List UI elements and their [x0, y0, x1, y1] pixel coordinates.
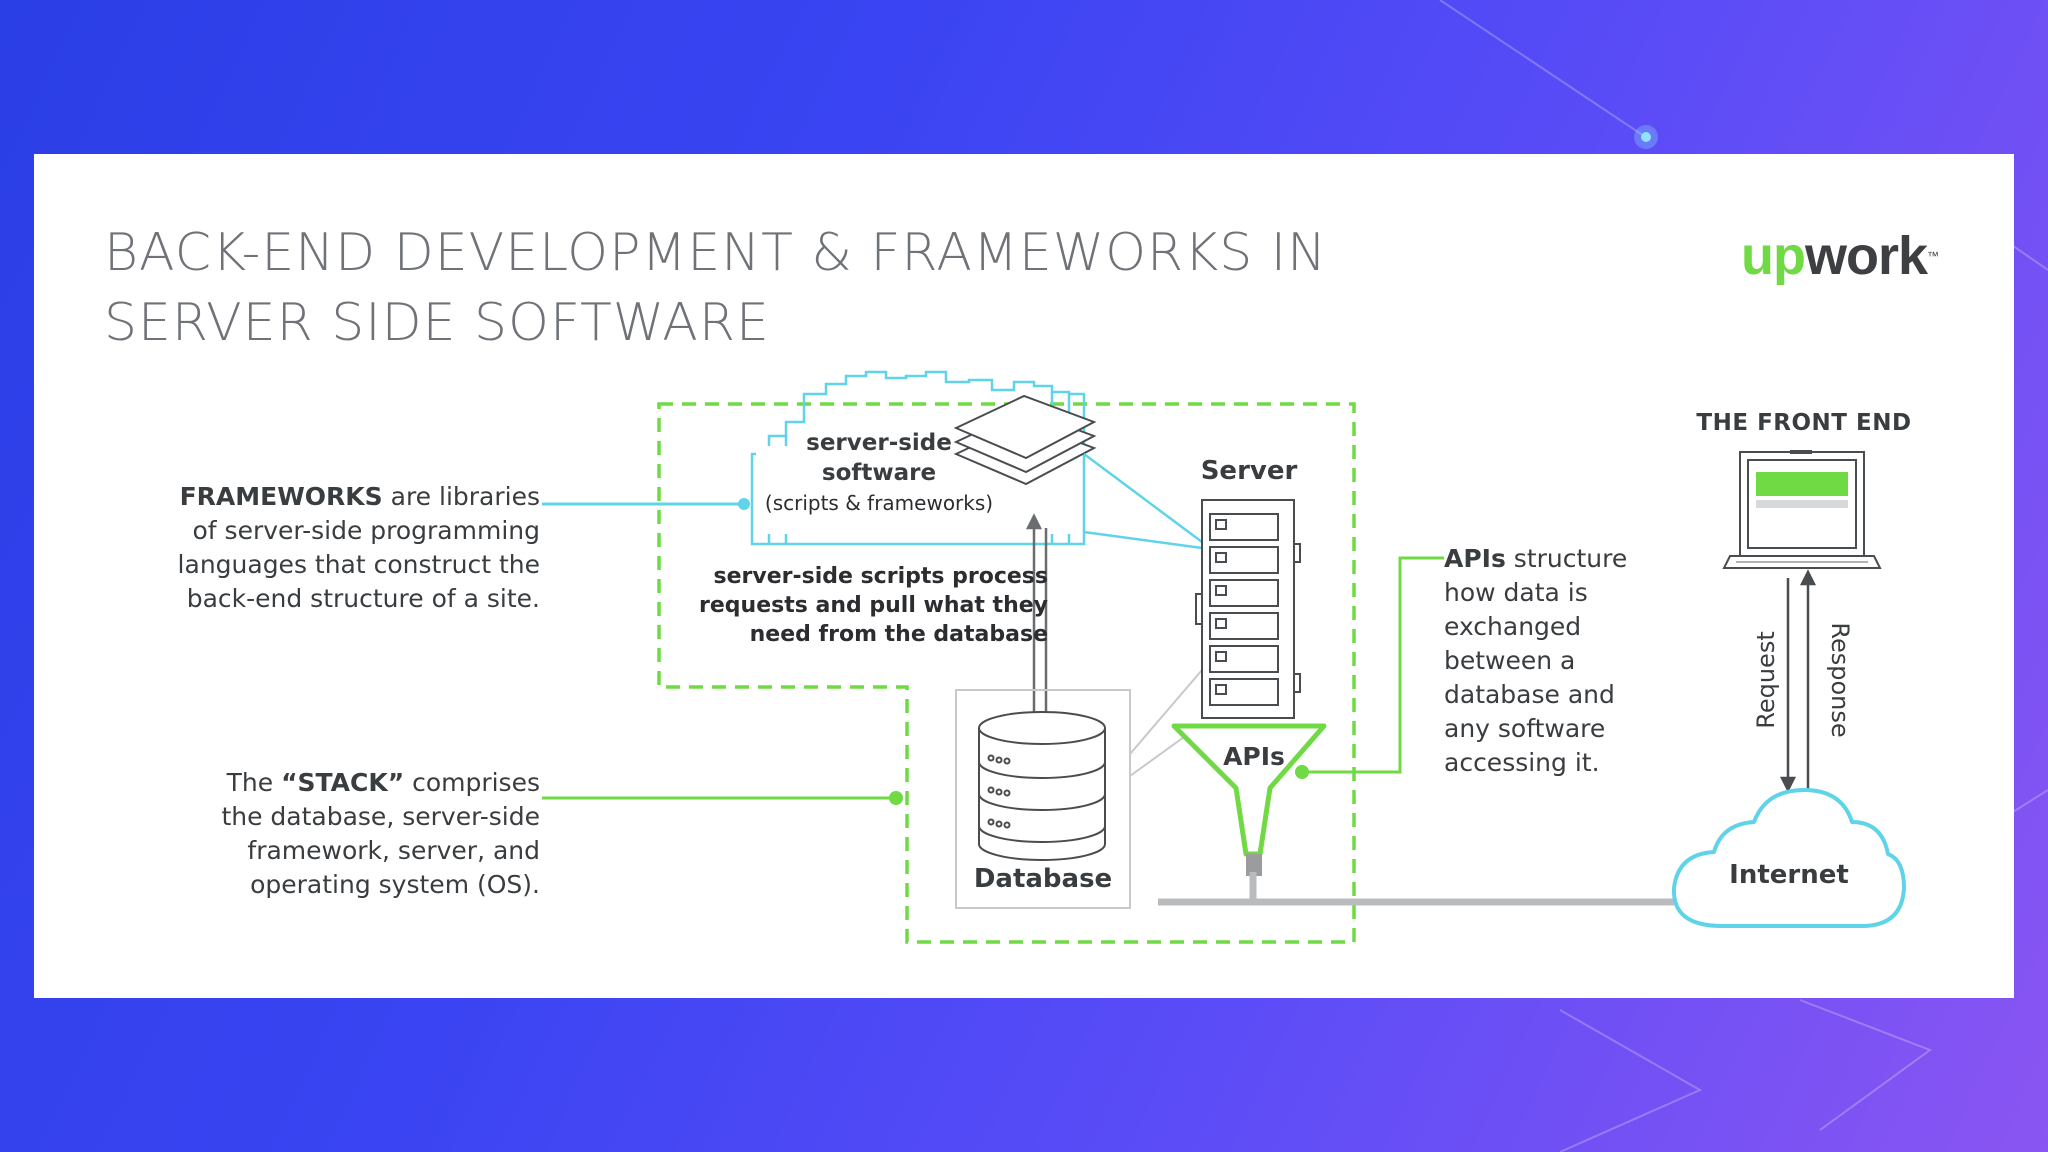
- laptop-icon: [1724, 450, 1880, 568]
- stack-note-bold: “STACK”: [281, 768, 404, 797]
- apis-note: APIs structure how data is exchanged bet…: [1444, 542, 1674, 780]
- title-line-1: BACK-END DEVELOPMENT & FRAMEWORKS IN: [104, 218, 1504, 288]
- database-icon: [979, 712, 1105, 860]
- apis-note-bold: APIs: [1444, 544, 1506, 573]
- apis-connector: [1302, 558, 1444, 772]
- request-label: Request: [1752, 620, 1780, 740]
- frameworks-note-bold: FRAMEWORKS: [180, 482, 383, 511]
- stack-connector-dot: [889, 791, 903, 805]
- frameworks-connector-dot: [738, 498, 750, 510]
- software-label: server-side software (scripts & framewor…: [754, 428, 1004, 518]
- page-title: BACK-END DEVELOPMENT & FRAMEWORKS IN SER…: [104, 218, 1504, 358]
- scripts-note: server-side scripts process requests and…: [664, 562, 1048, 649]
- internet-cloud-icon: [1674, 790, 1904, 926]
- request-response-arrows: [1782, 572, 1814, 790]
- infographic-card: BACK-END DEVELOPMENT & FRAMEWORKS IN SER…: [34, 154, 2014, 998]
- apis-label: APIs: [1204, 742, 1304, 771]
- frameworks-note: FRAMEWORKS are libraries of server-side …: [74, 480, 540, 616]
- title-line-2: SERVER SIDE SOFTWARE: [104, 288, 1504, 358]
- upwork-logo: upwork™: [1741, 226, 1938, 286]
- stack-note: The “STACK” comprises the database, serv…: [74, 766, 540, 902]
- response-label: Response: [1826, 610, 1854, 750]
- front-end-label: THE FRONT END: [1684, 410, 1924, 436]
- server-rack-icon: [1196, 500, 1300, 718]
- internet-label: Internet: [1714, 860, 1864, 890]
- database-label: Database: [956, 864, 1130, 894]
- server-label: Server: [1194, 456, 1304, 486]
